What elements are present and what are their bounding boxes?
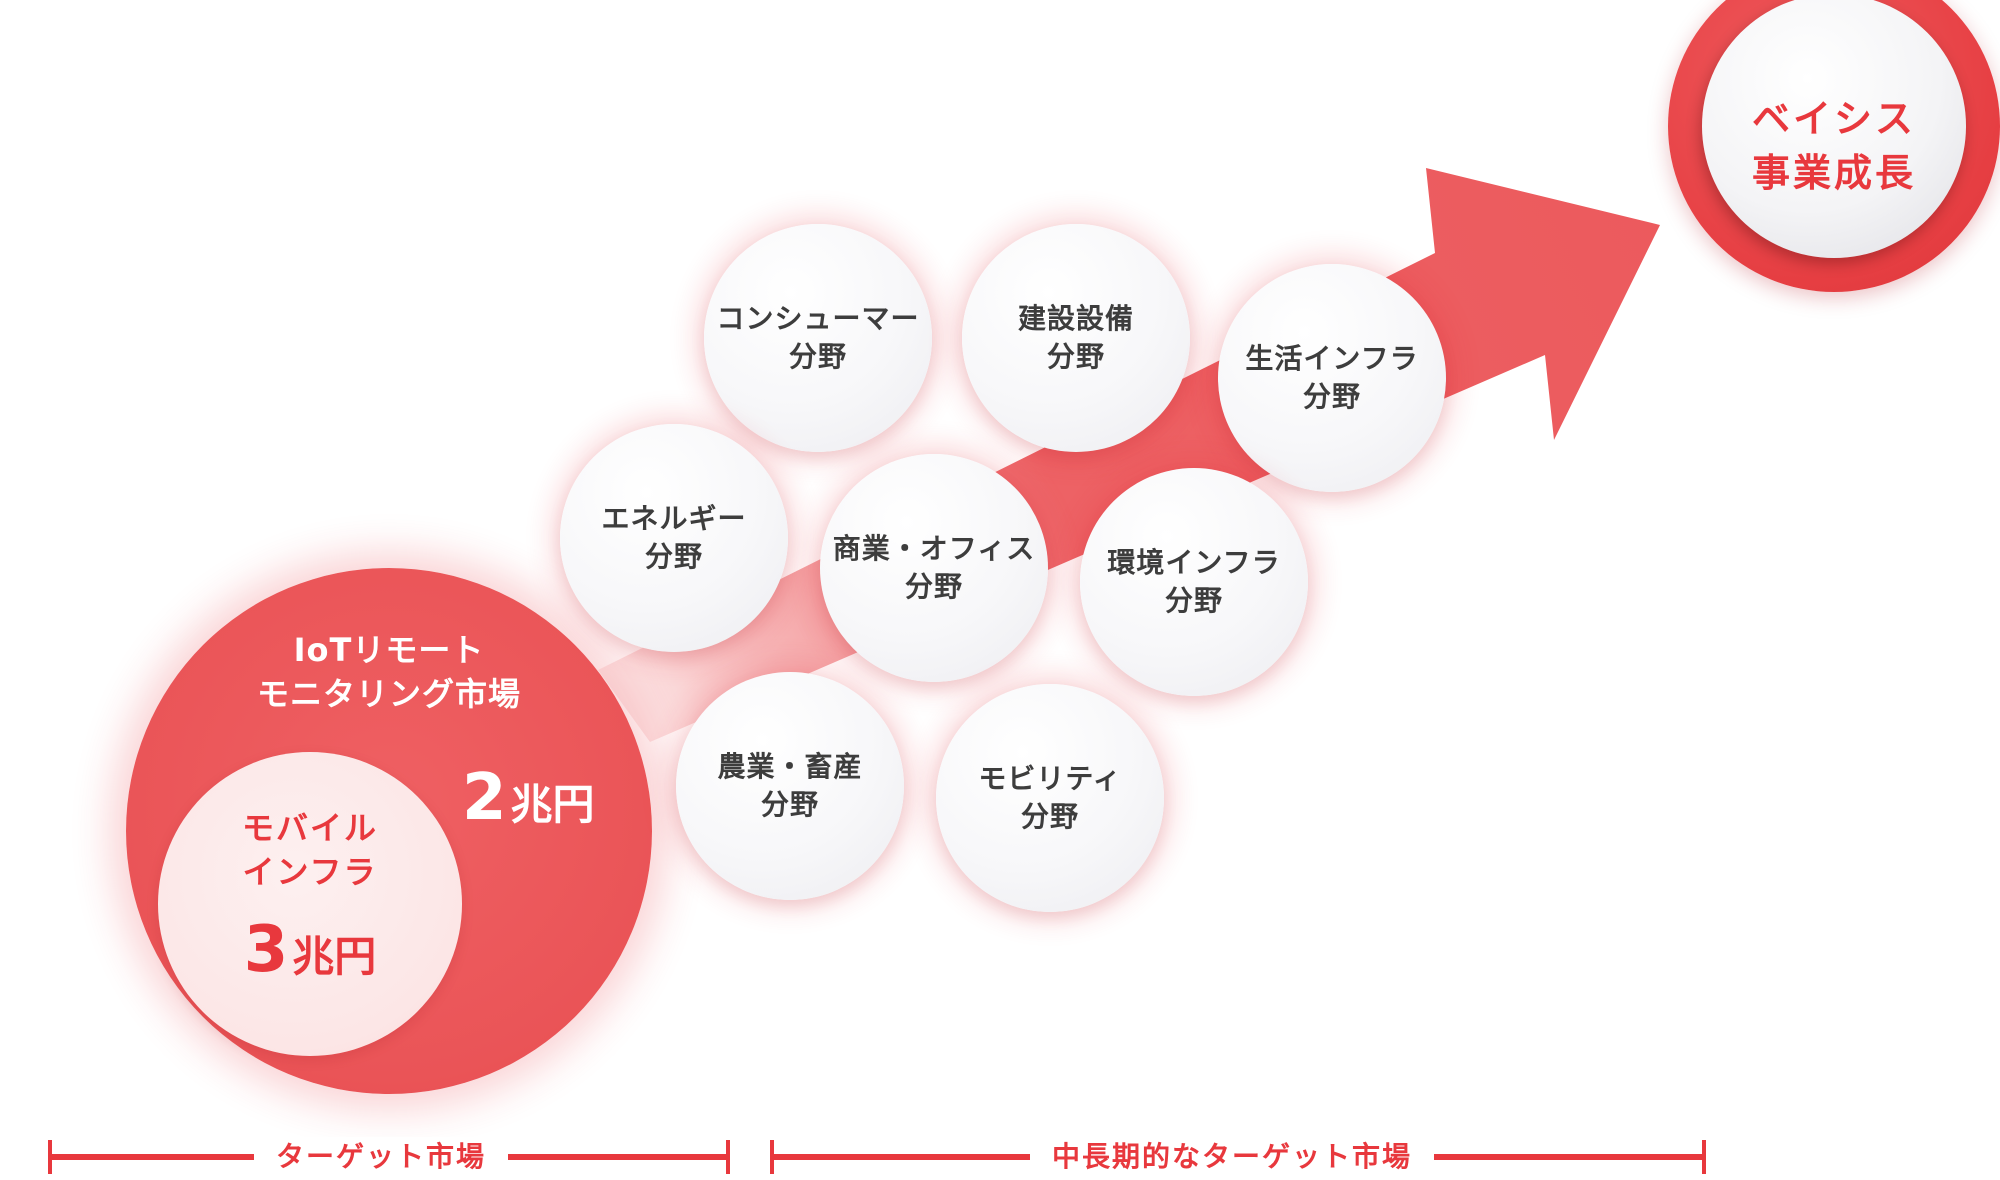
mobile-infra-title-line1: モバイル	[241, 809, 378, 847]
goal-line1: ベイシス	[1751, 97, 1916, 141]
longterm-market-tick-end	[1702, 1140, 1706, 1174]
mobile-infra-title: モバイル インフラ	[158, 806, 462, 894]
segment-construction: 建設設備 分野	[962, 224, 1190, 452]
mobile-infra-value-unit: 兆円	[292, 932, 377, 981]
target-market-tick-end	[726, 1140, 730, 1174]
segment-commercial-office-line2: 分野	[904, 570, 963, 603]
segment-env-infra-line2: 分野	[1164, 584, 1223, 617]
mobile-infra-value: 3兆円	[158, 914, 462, 993]
segment-energy-line2: 分野	[644, 540, 703, 573]
segment-mobility-line2: 分野	[1020, 800, 1079, 833]
longterm-market-tick-start	[770, 1140, 774, 1174]
iot-market-value: 2兆円	[462, 762, 595, 841]
target-market-tick-start	[48, 1140, 52, 1174]
goal-line2: 事業成長	[1751, 151, 1916, 195]
segment-mobility-line1: モビリティ	[978, 762, 1122, 795]
segment-commercial-office-line1: 商業・オフィス	[832, 532, 1036, 565]
longterm-market-label: 中長期的なターゲット市場	[1030, 1137, 1435, 1177]
segment-agri-livestock-line2: 分野	[760, 788, 819, 821]
segment-env-infra: 環境インフラ 分野	[1080, 468, 1308, 696]
segment-consumer: コンシューマー 分野	[704, 224, 932, 452]
mobile-infra-title-line2: インフラ	[242, 853, 378, 891]
segment-consumer-line2: 分野	[788, 340, 847, 373]
mobile-infra-value-number: 3	[243, 913, 289, 987]
segment-env-infra-line1: 環境インフラ	[1107, 546, 1281, 579]
segment-life-infra: 生活インフラ 分野	[1218, 264, 1446, 492]
mobile-infra-circle	[158, 752, 462, 1056]
segment-construction-line1: 建設設備	[1017, 302, 1134, 335]
goal-circle: ベイシス 事業成長	[1702, 0, 1966, 258]
segment-commercial-office: 商業・オフィス 分野	[820, 454, 1048, 682]
segment-energy: エネルギー 分野	[560, 424, 788, 652]
segment-life-infra-line1: 生活インフラ	[1245, 342, 1419, 375]
segment-life-infra-line2: 分野	[1302, 380, 1361, 413]
segment-construction-line2: 分野	[1046, 340, 1105, 373]
segment-agri-livestock-line1: 農業・畜産	[717, 750, 863, 783]
segment-consumer-line1: コンシューマー	[716, 302, 920, 335]
iot-market-title-line2: モニタリング市場	[256, 675, 521, 713]
iot-market-title-line1: IoTリモート	[293, 631, 485, 669]
target-market-label: ターゲット市場	[254, 1137, 509, 1177]
iot-market-title: IoTリモート モニタリング市場	[126, 628, 652, 716]
iot-market-value-unit: 兆円	[510, 780, 595, 829]
segment-agri-livestock: 農業・畜産 分野	[676, 672, 904, 900]
segment-mobility: モビリティ 分野	[936, 684, 1164, 912]
iot-market-value-number: 2	[462, 761, 507, 835]
segment-energy-line1: エネルギー	[601, 502, 747, 535]
